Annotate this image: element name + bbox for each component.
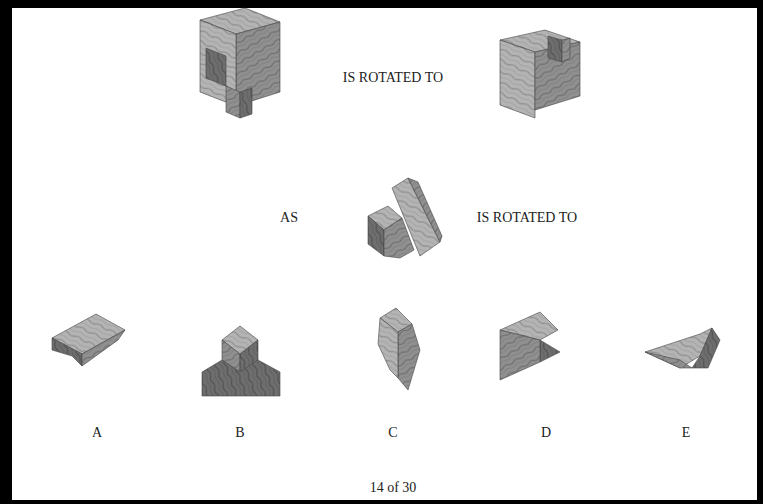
page-counter: 14 of 30 xyxy=(370,480,417,497)
option-c-shape xyxy=(378,308,420,390)
query-shape xyxy=(368,178,442,258)
option-letter: B xyxy=(235,425,244,442)
option-letter: D xyxy=(541,425,551,442)
relation-label: AS xyxy=(280,210,298,227)
relation-label: IS ROTATED TO xyxy=(343,70,443,87)
option-letter: A xyxy=(92,425,102,442)
option-a-shape xyxy=(52,314,125,366)
relation-label: IS ROTATED TO xyxy=(477,210,577,227)
option-letter: C xyxy=(388,425,397,442)
reference-shape-1-rotated xyxy=(500,30,580,118)
option-letter: E xyxy=(682,425,691,442)
reference-shape-1 xyxy=(200,8,280,118)
option-b-shape xyxy=(202,326,280,396)
option-e-shape xyxy=(645,328,720,368)
option-d-shape xyxy=(500,312,560,380)
